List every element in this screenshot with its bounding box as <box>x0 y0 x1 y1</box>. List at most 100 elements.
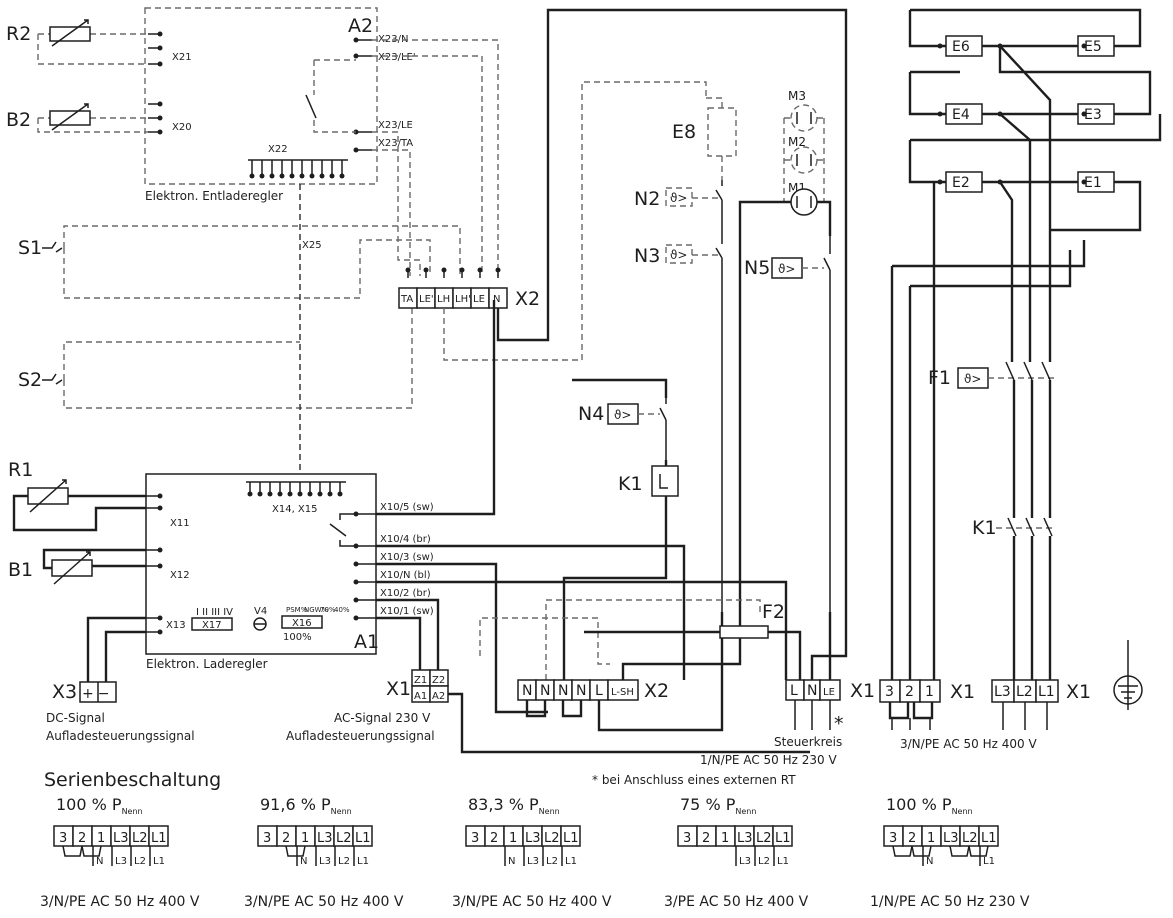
series-lead-label: L3 <box>527 856 539 867</box>
terminal-x25: X25 <box>302 240 322 251</box>
x2-bottom-n4: N <box>576 683 586 699</box>
series-power-5: 100 % PNenn <box>886 795 973 816</box>
n3-label: N3 <box>634 245 660 267</box>
series-supply-3: 3/N/PE AC 50 Hz 400 V <box>452 894 612 910</box>
n3-symbol: ϑ> <box>670 248 687 262</box>
series-supply-2: 3/N/PE AC 50 Hz 400 V <box>244 894 404 910</box>
r2-label: R2 <box>6 23 31 45</box>
terminal-block-x1-control: L N LE X1 * Steuerkreis 1/N/PE AC 50 Hz … <box>592 250 875 787</box>
series-lead-label: L3 <box>739 856 751 867</box>
series-lead-label: L1 <box>357 856 369 867</box>
sensor-b1: B1 <box>8 548 146 585</box>
n5-symbol: ϑ> <box>778 262 795 276</box>
series-cell-label: 3 <box>683 831 691 846</box>
x2-bottom-n3: N <box>558 683 568 699</box>
terminal-x21: X21 <box>172 52 192 63</box>
terminal-block-x2-top: TA LE' LH LH' LE N X2 <box>398 8 848 361</box>
terminal-block-x1-321: 3 2 1 X1 3/N/PE AC 50 Hz 400 V <box>879 679 1037 751</box>
series-cell-label: 1 <box>927 831 935 846</box>
port-x23-le2: X23/LE' <box>378 52 416 63</box>
series-power-3: 83,3 % PNenn <box>468 795 560 816</box>
x16-percent: 100% <box>283 632 312 643</box>
b2-label: B2 <box>6 109 31 131</box>
series-supply-1: 3/N/PE AC 50 Hz 400 V <box>40 894 200 910</box>
ac-z1: Z1 <box>414 675 427 686</box>
x1-l1: L1 <box>1038 684 1055 700</box>
x2-bottom-lsh: L-SH <box>611 687 634 698</box>
x1-1: 1 <box>925 684 934 700</box>
fan-m1: M1 <box>788 181 818 216</box>
x16-mark-1: PSM% <box>286 606 308 614</box>
x3-label: X3 <box>52 681 77 703</box>
ac-z2: Z2 <box>432 675 445 686</box>
series-lead-label: L1 <box>777 856 789 867</box>
series-power-subscript: Nenn <box>952 807 973 816</box>
x2-top-ta: TA <box>400 294 413 305</box>
control-label: Steuerkreis <box>774 735 842 749</box>
series-lead-label: L1 <box>983 856 995 867</box>
x1-3: 3 <box>885 684 894 700</box>
series-lead-label: L2 <box>758 856 770 867</box>
x2-bottom-label: X2 <box>644 680 669 702</box>
r1-label: R1 <box>8 459 33 481</box>
series-bridge <box>81 845 102 857</box>
terminal-x20: X20 <box>172 122 192 133</box>
series-cell-label: L1 <box>151 831 167 846</box>
x2-top-le: LE <box>473 294 485 305</box>
terminal-x12: X12 <box>170 570 190 581</box>
x1-ctrl-l: L <box>790 683 798 699</box>
x1-ac-label: X1 <box>386 678 411 700</box>
port-x10-3: X10/3 (sw) <box>380 552 434 563</box>
n2-symbol: ϑ> <box>670 191 687 205</box>
e8-label: E8 <box>672 121 696 143</box>
series-cell-label: 1 <box>509 831 517 846</box>
port-x10-4: X10/4 (br) <box>380 534 431 545</box>
ac-signal-desc: Aufladesteuerungssignal <box>286 729 435 743</box>
terminal-x13: X13 <box>166 620 186 631</box>
ac-a2: A2 <box>432 691 445 702</box>
x2-bottom-l: L <box>595 683 603 699</box>
contactor-coil-k1: K1 <box>562 460 679 680</box>
a1-label: A1 <box>354 631 379 653</box>
terminal-block-x1-L: L3 L2 L1 X1 <box>991 679 1091 730</box>
fuse-f2: F2 <box>584 601 802 680</box>
port-x23-ta: X23/TA <box>378 138 413 149</box>
n5-label: N5 <box>744 257 770 279</box>
series-bridge <box>949 845 970 857</box>
series-cell-label: L1 <box>355 831 371 846</box>
series-lead-label: L3 <box>115 856 127 867</box>
series-bridge <box>892 845 913 857</box>
series-supply-4: 3/PE AC 50 Hz 400 V <box>664 894 809 910</box>
dc-signal-desc: Aufladesteuerungssignal <box>46 729 195 743</box>
series-lead-label: N <box>300 856 307 867</box>
x2-top-le2: LE' <box>419 294 434 305</box>
x2-top-label: X2 <box>515 288 540 310</box>
series-cell-label: L2 <box>962 831 978 846</box>
series-power-subscript: Nenn <box>735 807 756 816</box>
series-cell-label: L3 <box>525 831 541 846</box>
x3-symbols: +− <box>82 686 113 702</box>
port-x10-5: X10/5 (sw) <box>380 502 434 513</box>
x2-bottom-n2: N <box>540 683 550 699</box>
series-cell-label: L2 <box>544 831 560 846</box>
sensor-r1: R1 <box>8 459 146 532</box>
terminal-v4: V4 <box>254 606 267 617</box>
earth-ground-icon <box>1113 640 1143 710</box>
series-cell-label: L1 <box>563 831 579 846</box>
series-power-2: 91,6 % PNenn <box>260 795 352 816</box>
f1-label: F1 <box>928 367 951 389</box>
series-lead-label: L2 <box>134 856 146 867</box>
series-power-4: 75 % PNenn <box>680 795 756 816</box>
x17-marks: I II III IV <box>196 607 233 618</box>
series-cell-label: 2 <box>78 831 86 846</box>
terminal-x17: X17 <box>202 620 222 631</box>
x2-top-lh2: LH' <box>455 294 471 305</box>
thermostat-n4: N4 ϑ> <box>572 378 668 460</box>
series-cell-label: 3 <box>59 831 67 846</box>
main-supply: 3/N/PE AC 50 Hz 400 V <box>900 737 1037 751</box>
series-lead-label: L2 <box>338 856 350 867</box>
series-power-subscript: Nenn <box>539 807 560 816</box>
x1-l3: L3 <box>994 684 1011 700</box>
terminal-x11: X11 <box>170 518 190 529</box>
x1-2: 2 <box>905 684 914 700</box>
